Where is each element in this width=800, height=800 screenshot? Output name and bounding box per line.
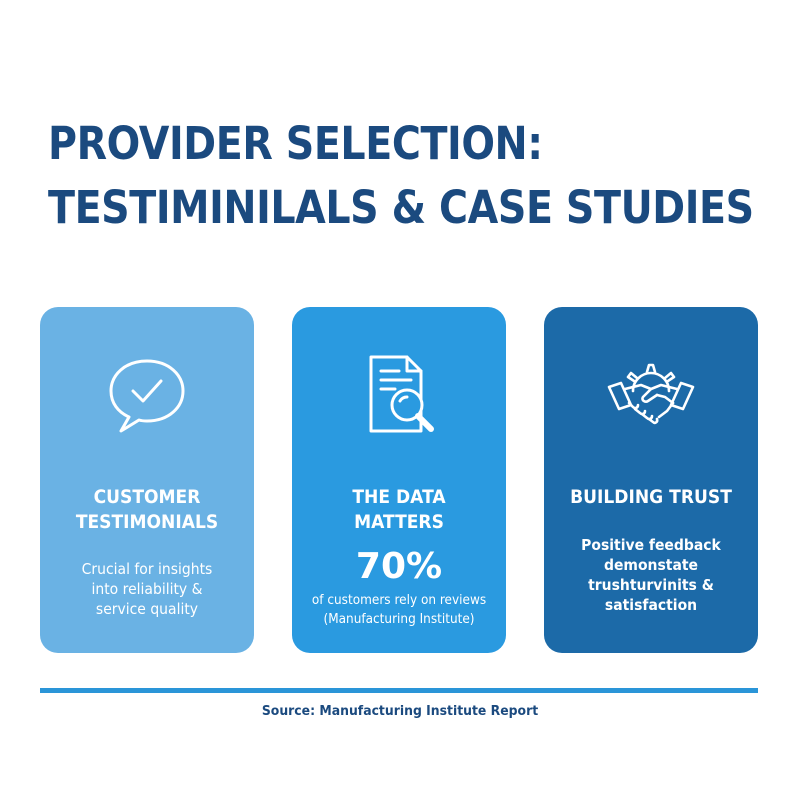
body-line: Crucial for insights (81, 560, 213, 578)
card-body: Positive feedback demonstate trushturvin… (564, 535, 739, 615)
card-heading: BUILDING TRUST (570, 486, 732, 508)
body-line: demonstate (603, 556, 699, 574)
body-line: Positive feedback (581, 536, 721, 554)
page-title: PROVIDER SELECTION: TESTIMINILALS & CASE… (48, 112, 754, 240)
title-line-1: PROVIDER SELECTION: (48, 117, 543, 170)
stat-value: 70% (355, 546, 443, 587)
body-line: trushturvinits & (588, 576, 714, 594)
document-magnifier-icon (351, 347, 447, 443)
card-heading: THE DATA MATTERS (352, 486, 446, 533)
title-line-2: TESTIMINILALS & CASE STUDIES (48, 181, 754, 234)
heading-line: TESTIMONIALS (75, 511, 219, 533)
body-line: satisfaction (604, 596, 698, 614)
source-note: Source: Manufacturing Institute Report (261, 703, 539, 719)
heading-line: CUSTOMER (93, 486, 201, 508)
stat-label: of customers rely on reviews (Manufactur… (303, 591, 495, 629)
card-building-trust: BUILDING TRUST Positive feedback demonst… (544, 307, 758, 653)
stat-label-line: (Manufacturing Institute) (323, 612, 475, 627)
handshake-gear-icon (603, 347, 699, 443)
divider (40, 688, 758, 693)
card-customer-testimonials: CUSTOMER TESTIMONIALS Crucial for insigh… (40, 307, 254, 653)
speech-bubble-check-icon (99, 347, 195, 443)
card-data-matters: THE DATA MATTERS 70% of customers rely o… (292, 307, 506, 653)
card-heading: CUSTOMER TESTIMONIALS (58, 485, 236, 535)
stat-label-line: of customers rely on reviews (311, 593, 487, 608)
card-body: Crucial for insights into reliability & … (60, 559, 235, 619)
body-line: into reliability & (91, 580, 203, 598)
body-line: service quality (95, 600, 199, 618)
